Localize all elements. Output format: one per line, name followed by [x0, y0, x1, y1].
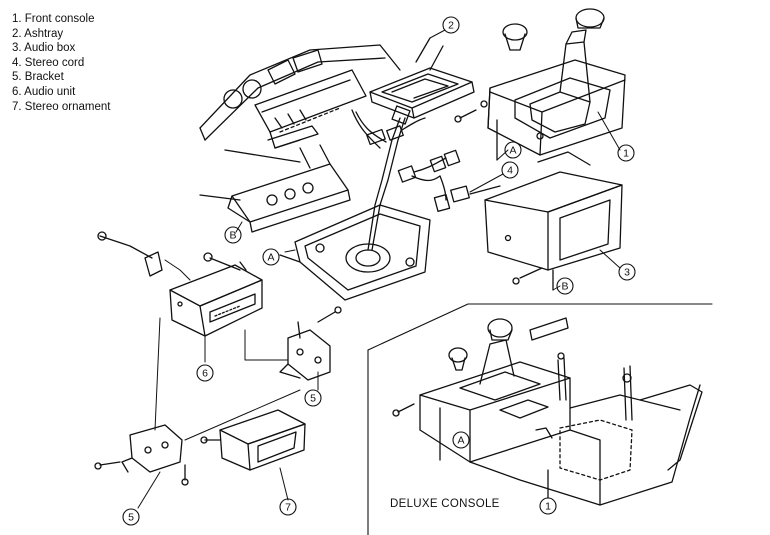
audio-box-part	[484, 151, 623, 291]
stereo-ornament-part	[200, 409, 306, 471]
ref-label-a-2: A	[267, 252, 274, 264]
callout-label-6: 6	[202, 368, 208, 380]
callout-marker-4	[501, 161, 519, 179]
callout-label-4: 4	[507, 165, 513, 177]
callout-marker-2	[442, 16, 460, 34]
ref-label-b-1: B	[229, 230, 236, 242]
legend-item-bracket: 5. Bracket	[12, 71, 64, 84]
harness-wiring	[351, 109, 426, 149]
legend-item-stereo-ornament: 7. Stereo ornament	[12, 100, 111, 113]
callout-marker-5-left	[122, 508, 140, 526]
dashboard-panel	[199, 44, 401, 163]
callout-label-1-inset: 1	[545, 501, 551, 513]
callout-marker-7	[279, 498, 297, 516]
callout-marker-6	[196, 364, 214, 382]
legend-item-audio-box: 3. Audio box	[12, 42, 76, 55]
ashtray-part	[369, 37, 475, 119]
ref-label-a-1: A	[509, 145, 516, 157]
callout-label-2: 2	[448, 20, 454, 32]
callout-markers	[122, 16, 636, 526]
legend-item-front-console: 1. Front console	[12, 13, 95, 25]
small-bracket-upper	[97, 231, 241, 277]
callout-marker-1-inset	[539, 497, 557, 515]
bracket-right-part	[279, 306, 342, 381]
ref-label-b-2: B	[561, 281, 568, 293]
leader-lines	[137, 29, 621, 509]
callout-labels: 2 1 4 3 6 5 5 7 1 A A A B B	[128, 20, 630, 524]
ref-marker-a-2	[262, 248, 280, 266]
stereo-cord-part	[397, 149, 501, 212]
ref-marker-a-3	[452, 431, 470, 449]
callout-label-5-right: 5	[310, 393, 316, 405]
callout-label-1: 1	[623, 148, 629, 160]
ref-marker-b-2	[556, 277, 574, 295]
callout-marker-5-right	[304, 389, 322, 407]
front-console-part	[454, 8, 626, 161]
bracket-left-part	[94, 424, 189, 486]
callout-label-7: 7	[285, 502, 291, 514]
callout-label-3: 3	[624, 267, 630, 279]
legend-item-audio-unit: 6. Audio unit	[12, 85, 76, 98]
ref-label-a-3: A	[457, 435, 464, 447]
callout-marker-3	[618, 263, 636, 281]
legend-item-ashtray: 2. Ashtray	[12, 27, 64, 40]
callout-label-5-left: 5	[128, 512, 134, 524]
inset-frame	[367, 303, 713, 535]
legend-item-stereo-cord: 4. Stereo cord	[12, 56, 85, 69]
floor-shifter-base	[279, 105, 431, 301]
parts-legend: 1. Front console 2. Ashtray 3. Audio box…	[12, 12, 110, 114]
dash-mount-bracket	[199, 144, 351, 233]
ref-marker-a-1	[504, 141, 522, 159]
deluxe-console-part	[392, 317, 703, 506]
deluxe-console-label: DELUXE CONSOLE	[390, 498, 500, 510]
audio-unit-part	[169, 261, 263, 337]
ref-marker-b-1	[224, 226, 242, 244]
callout-marker-1	[617, 144, 635, 162]
